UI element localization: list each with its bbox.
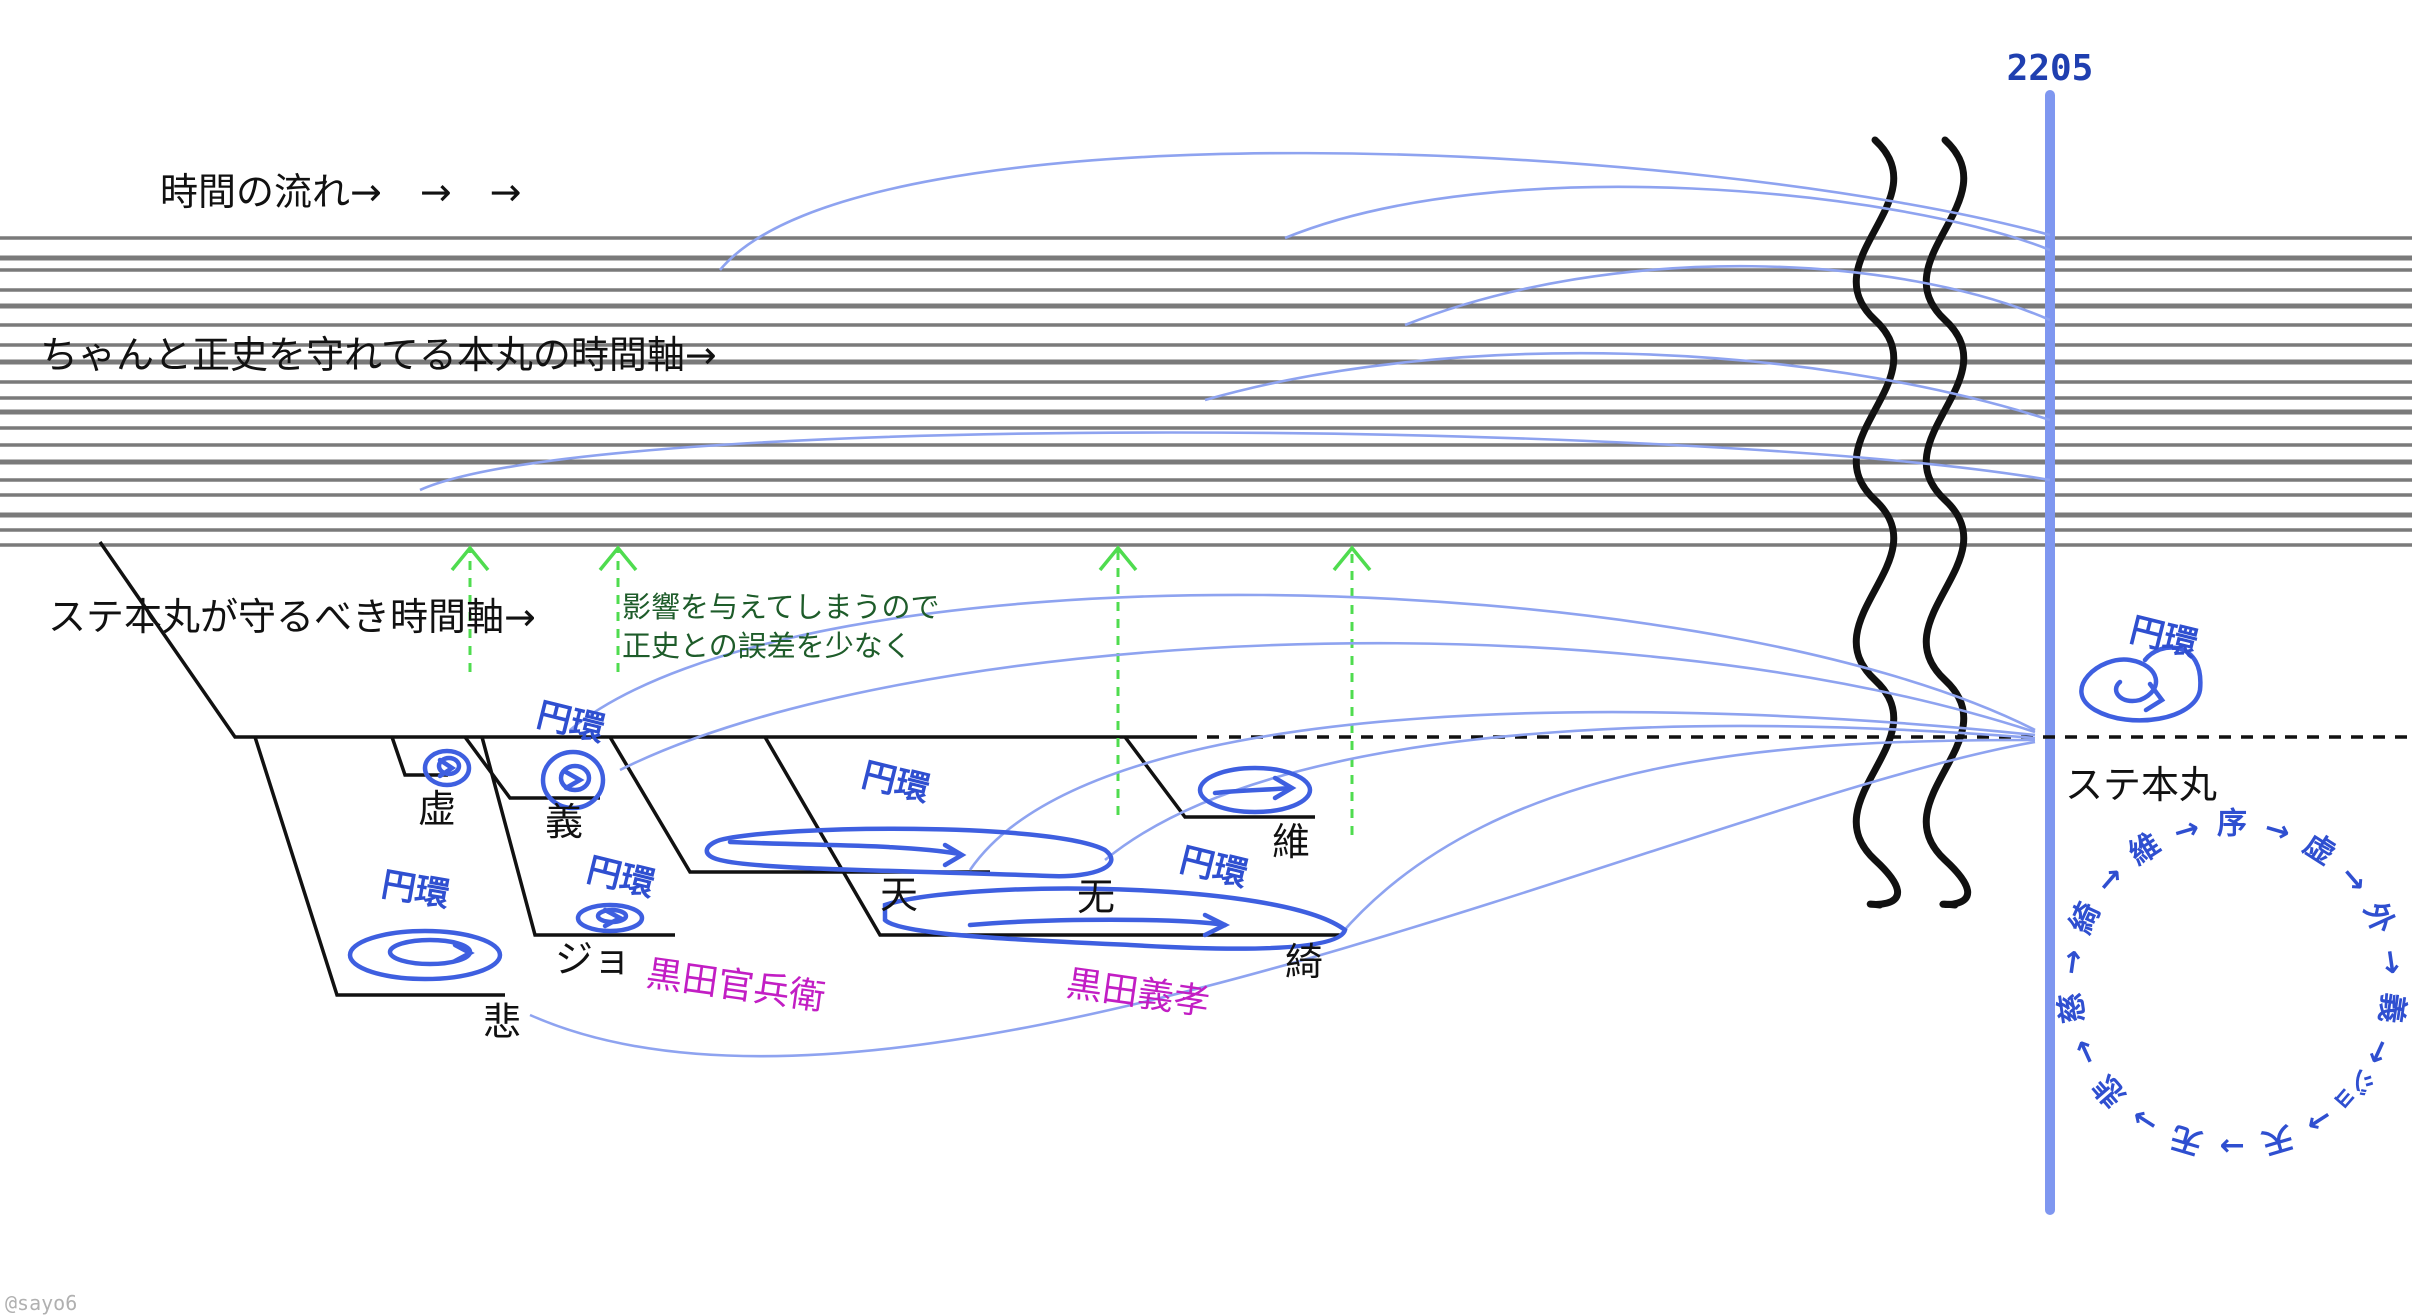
cycle-char: → — [2170, 810, 2204, 851]
branch-label-kyo: 虚 — [418, 787, 456, 831]
enkan-label: 円環 — [858, 755, 934, 810]
main-timelines — [0, 236, 2412, 547]
cycle-char: → — [2219, 1129, 2244, 1164]
branch-label-jo: ジョ — [555, 937, 631, 981]
branch-label-i: 維 — [1272, 820, 1310, 864]
cycle-char: → — [2064, 1033, 2106, 1070]
arrowhead-icons — [450, 545, 1372, 572]
cycle-char: 无 — [2167, 1118, 2206, 1160]
cycle-char: 天 — [2258, 1118, 2297, 1160]
cycle-char: → — [2054, 947, 2092, 977]
ste-axis-label: ステ本丸が守るべき時間軸→ — [48, 595, 536, 639]
branch-lines — [253, 735, 1340, 997]
ste-axis — [98, 541, 2412, 739]
cycle-char: 義 — [2372, 991, 2411, 1026]
enkan-label: 円環 — [533, 695, 609, 750]
year-marker: 2205 — [2007, 48, 2094, 89]
cycle-char: → — [2125, 1099, 2165, 1142]
cycle-char: 維 — [2123, 827, 2167, 873]
branch-label-hi: 悲 — [483, 1000, 521, 1044]
double-wavy-break-icon — [1852, 136, 1972, 909]
cycle-ring: 序→虚→外→義→ジョ→天→无→悲→慈→綺→維→ — [2053, 807, 2411, 1164]
cycle-char: 綺 — [2063, 897, 2107, 939]
correct-axis-label: ちゃんと正史を守れてる本丸の時間軸→ — [40, 333, 717, 377]
cycle-char: → — [2372, 947, 2410, 977]
enkan-label: 円環 — [378, 864, 452, 915]
influence-note-line1: 影響を与えてしまうので — [622, 590, 940, 624]
cycle-char: 慈 — [2053, 991, 2092, 1026]
cycle-char: 外 — [2356, 897, 2400, 939]
credit: @sayo6 — [5, 1291, 77, 1315]
branch-label-ten: 天 — [880, 873, 918, 917]
swirl-circle-arrow-icons — [347, 645, 2203, 982]
cycle-char: → — [2260, 810, 2294, 851]
cycle-char: 悲 — [2087, 1068, 2133, 1114]
connection-arcs — [419, 151, 2051, 1058]
cycle-char: → — [2299, 1099, 2339, 1142]
enkan-label: 円環 — [583, 850, 659, 905]
influence-arrows — [468, 550, 1354, 835]
time-flow-label: 時間の流れ→ → → — [160, 170, 522, 214]
enkan-label: 円環 — [1176, 840, 1252, 895]
cycle-char: 序 — [2217, 807, 2247, 842]
cycle-char: 虚 — [2297, 827, 2341, 873]
name-kanbei: 黒田官兵衛 — [644, 953, 828, 1019]
cycle-char: ジョ — [2327, 1063, 2380, 1118]
cycle-char: → — [2357, 1033, 2399, 1070]
enkan-label: 円環 — [2126, 610, 2202, 665]
ste-honmaru-label: ステ本丸 — [2065, 763, 2217, 807]
branch-label-gi: 義 — [545, 800, 583, 844]
cycle-char: → — [2332, 859, 2375, 901]
cycle-char: → — [2089, 859, 2132, 901]
influence-note-line2: 正史との誤差を少なく — [622, 629, 912, 663]
swirl-arrowheads — [437, 681, 2166, 964]
branch-label-ki: 綺 — [1285, 940, 1323, 984]
branch-label-mu: 无 — [1077, 875, 1115, 919]
